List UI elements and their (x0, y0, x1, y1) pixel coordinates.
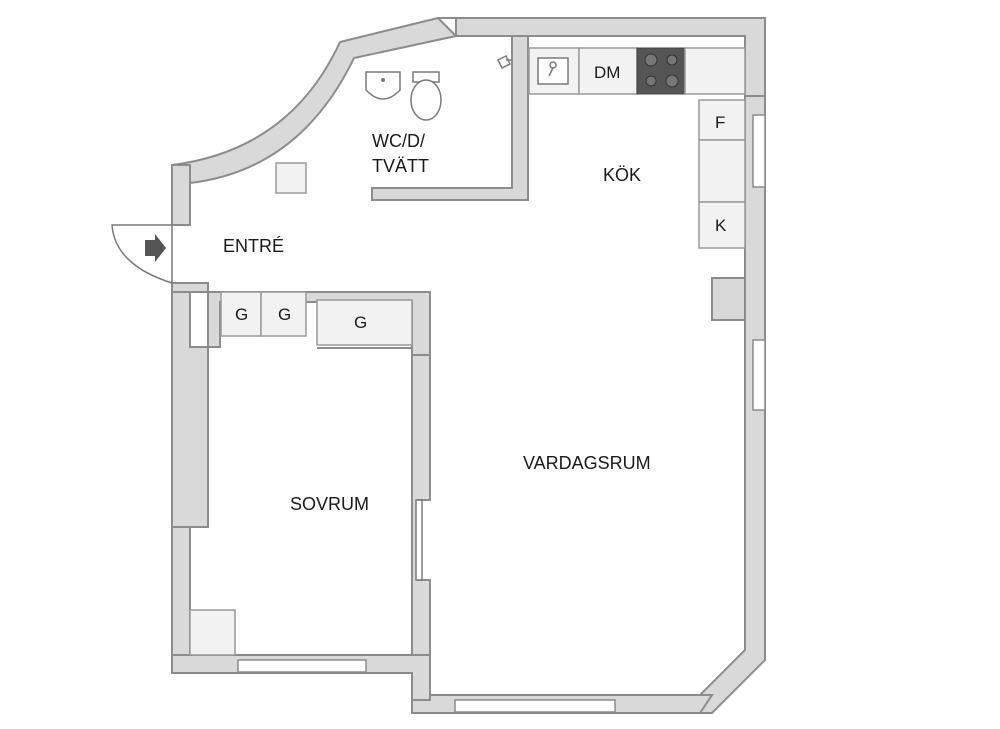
wall-left-mid (171, 289, 209, 528)
fixture-label-f: F (715, 113, 725, 132)
window-bedroom (237, 659, 367, 673)
stove-burner-2 (666, 54, 678, 66)
wall-right (699, 95, 766, 714)
window-living-right (752, 339, 766, 411)
counter-side (698, 139, 746, 203)
room-label-wc: WC/D/ (372, 131, 425, 151)
walls (171, 16, 766, 714)
freezer (698, 201, 746, 249)
stove-burner-1 (644, 53, 658, 67)
window-kitchen (752, 114, 766, 188)
shower-icon (496, 54, 512, 70)
counter-corner (684, 47, 746, 95)
wall-curved (171, 16, 459, 185)
entrance-arrow-icon (145, 234, 166, 262)
fridge (698, 99, 746, 141)
room-label-wc-2: TVÄTT (372, 156, 429, 176)
closet-g2 (260, 291, 307, 337)
fixture-label-k: K (715, 216, 727, 235)
stove-burner-3 (645, 75, 657, 87)
fixture-label-g1: G (235, 305, 248, 324)
room-label-kok: KÖK (603, 165, 641, 185)
room-label-vardagsrum: VARDAGSRUM (523, 453, 651, 473)
wall-left-upper (171, 164, 191, 226)
sliding-door (415, 499, 423, 581)
fixture-label-dm: DM (594, 63, 620, 82)
fixture-label-g3: G (354, 313, 367, 332)
wall-left-lower (171, 526, 191, 656)
closet-g1 (220, 291, 262, 337)
closet-g3 (316, 299, 413, 346)
bedroom-corner-box (189, 609, 236, 656)
stove-burner-4 (665, 74, 679, 88)
wall-wc-right (371, 35, 529, 201)
room-label-sovrum: SOVRUM (290, 494, 369, 514)
entrance-door-swing (111, 224, 173, 285)
wall-entry-bottom (171, 282, 209, 293)
room-label-entre: ENTRÉ (223, 236, 284, 256)
window-living-bottom (454, 699, 616, 713)
washbasin-icon (365, 71, 401, 100)
wall-pillar (711, 277, 746, 321)
entre-box (275, 162, 307, 194)
stove-icon (636, 47, 686, 95)
sink-icon (537, 57, 569, 85)
fixture-label-g2: G (278, 305, 291, 324)
toilet-icon (410, 71, 442, 121)
